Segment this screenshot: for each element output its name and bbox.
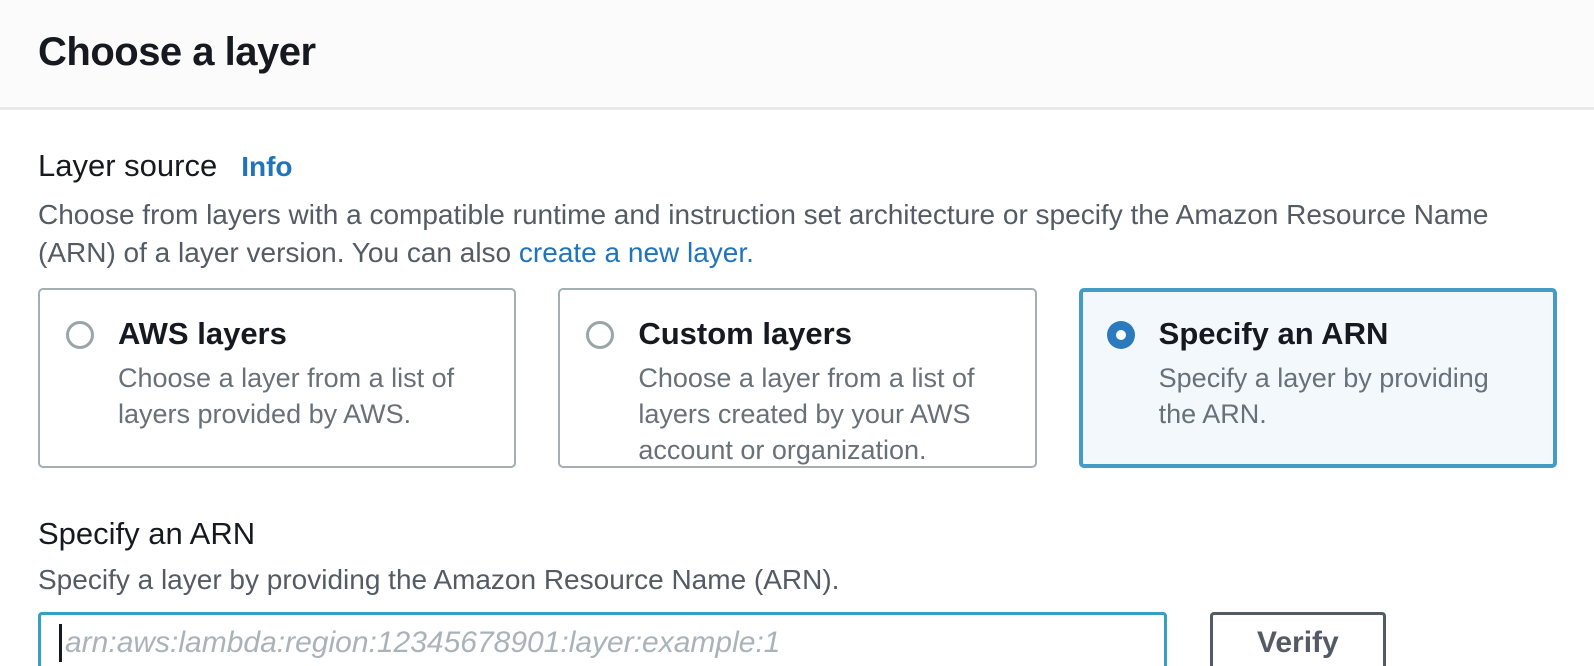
option-title: AWS layers	[118, 316, 287, 351]
option-description: Choose a layer from a list of layers pro…	[118, 363, 455, 429]
option-description: Specify a layer by providing the ARN.	[1158, 363, 1489, 429]
arn-input-wrap	[38, 612, 1167, 666]
layer-source-form: Layer source Info Choose from layers wit…	[0, 110, 1594, 666]
description-text: Choose from layers with a compatible run…	[38, 199, 1489, 268]
panel-header: Choose a layer	[0, 0, 1594, 110]
radio-unchecked-icon[interactable]	[66, 321, 94, 349]
option-aws-layers[interactable]: AWS layers Choose a layer from a list of…	[38, 288, 517, 468]
option-body: AWS layers Choose a layer from a list of…	[118, 316, 492, 432]
specify-arn-title: Specify an ARN	[38, 516, 256, 551]
info-link[interactable]: Info	[241, 151, 293, 182]
specify-arn-description: Specify a layer by providing the Amazon …	[38, 564, 840, 595]
page-title: Choose a layer	[38, 30, 316, 74]
radio-unchecked-icon[interactable]	[586, 321, 615, 349]
option-custom-layers[interactable]: Custom layers Choose a layer from a list…	[558, 288, 1037, 468]
layer-source-label-row: Layer source Info	[38, 148, 1557, 184]
layer-source-label: Layer source	[38, 148, 218, 183]
text-caret	[59, 624, 62, 662]
arn-input[interactable]	[38, 612, 1167, 666]
arn-input-row: Verify	[38, 612, 1557, 666]
specify-arn-section: Specify an ARN Specify a layer by provid…	[38, 516, 1557, 666]
option-body: Specify an ARN Specify a layer by provid…	[1159, 316, 1533, 432]
option-title: Specify an ARN	[1158, 316, 1389, 351]
option-description: Choose a layer from a list of layers cre…	[638, 363, 975, 465]
radio-checked-icon[interactable]	[1106, 321, 1135, 349]
verify-button[interactable]: Verify	[1210, 612, 1386, 666]
layer-source-description: Choose from layers with a compatible run…	[38, 196, 1518, 272]
create-new-layer-link[interactable]: create a new layer.	[518, 237, 754, 268]
layer-source-options: AWS layers Choose a layer from a list of…	[38, 288, 1557, 468]
option-body: Custom layers Choose a layer from a list…	[638, 316, 1012, 468]
option-title: Custom layers	[638, 316, 852, 351]
option-specify-arn[interactable]: Specify an ARN Specify a layer by provid…	[1078, 288, 1557, 468]
